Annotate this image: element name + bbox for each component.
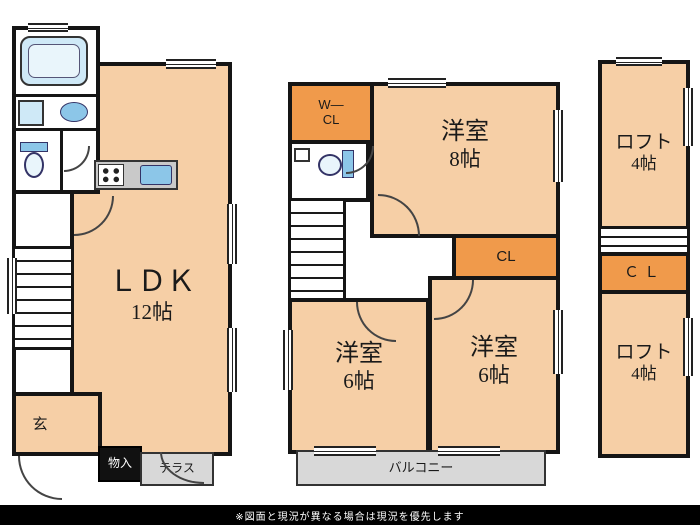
fixture-box bbox=[294, 148, 310, 162]
room6a-label: 洋室 bbox=[335, 341, 383, 368]
window bbox=[283, 330, 293, 390]
window bbox=[227, 204, 237, 264]
stove-icon bbox=[98, 164, 124, 186]
loft2-label: ロフト bbox=[615, 342, 673, 364]
room6b-label: 洋室 bbox=[470, 335, 518, 362]
room8-label-block: 洋室 8帖 bbox=[392, 112, 538, 178]
window bbox=[7, 258, 17, 314]
loft1-label: ロフト bbox=[615, 132, 673, 154]
footer-note: ※図面と現況が異なる場合は現況を優先します bbox=[235, 511, 465, 523]
loft2-size-label: 4帖 bbox=[631, 364, 657, 384]
wcl-label-line2: CL bbox=[322, 112, 340, 127]
wcl-label-line1: W― bbox=[318, 97, 344, 113]
window bbox=[683, 88, 693, 146]
window bbox=[388, 78, 446, 88]
window bbox=[166, 59, 216, 69]
window bbox=[553, 110, 563, 182]
loft1-size-label: 4帖 bbox=[631, 154, 657, 174]
toilet-icon-2f bbox=[318, 154, 342, 176]
wall-divider bbox=[60, 128, 63, 192]
toilet-icon-1f bbox=[24, 152, 44, 178]
loft-room-2 bbox=[598, 290, 690, 458]
bathtub-icon bbox=[20, 36, 88, 86]
ldk-size-label: 12帖 bbox=[131, 299, 173, 324]
footer-bar: ※図面と現況が異なる場合は現況を優先します bbox=[0, 505, 700, 525]
window bbox=[616, 57, 662, 66]
cl-2f-label: CL bbox=[496, 248, 516, 266]
stairs-2f bbox=[288, 198, 346, 302]
bathtub-inner bbox=[28, 44, 80, 78]
storage-label: 物入 bbox=[107, 456, 132, 471]
storage-monoire: 物入 bbox=[98, 446, 142, 482]
ldk-label-block: ＬＤＫ 12帖 bbox=[82, 260, 222, 330]
toilet-tank-icon bbox=[20, 142, 48, 152]
cl-loft-label: ＣＬ bbox=[623, 264, 664, 282]
closet-cl-2f: CL bbox=[452, 234, 560, 280]
genkan bbox=[12, 392, 102, 456]
washer-icon bbox=[18, 100, 44, 126]
window bbox=[314, 446, 376, 456]
window bbox=[553, 310, 563, 374]
room6a-label-block: 洋室 6帖 bbox=[292, 334, 426, 400]
window bbox=[438, 446, 500, 456]
window bbox=[28, 23, 68, 32]
room6a-size-label: 6帖 bbox=[343, 368, 375, 393]
balcony: バルコニー bbox=[296, 450, 546, 486]
room6b-label-block: 洋室 6帖 bbox=[430, 328, 558, 394]
wall-divider bbox=[14, 94, 98, 97]
kitchen-sink-icon bbox=[140, 165, 172, 185]
window bbox=[227, 328, 237, 392]
loft1-label-block: ロフト 4帖 bbox=[600, 124, 688, 182]
entrance-door-arc bbox=[18, 456, 62, 500]
closet-cl-loft: ＣＬ bbox=[598, 252, 690, 294]
ldk-label: ＬＤＫ bbox=[108, 266, 196, 299]
loft2-label-block: ロフト 4帖 bbox=[600, 334, 688, 392]
genkan-label: 玄 bbox=[32, 416, 48, 434]
room8-label: 洋室 bbox=[441, 119, 489, 146]
closet-wcl: W― CL bbox=[288, 82, 374, 144]
window bbox=[683, 318, 693, 376]
wall-divider bbox=[14, 128, 98, 131]
room8-size-label: 8帖 bbox=[449, 146, 481, 171]
room6b-size-label: 6帖 bbox=[478, 362, 510, 387]
washbasin-icon bbox=[60, 102, 88, 122]
stairs-1f bbox=[12, 246, 74, 350]
balcony-label: バルコニー bbox=[388, 459, 454, 475]
